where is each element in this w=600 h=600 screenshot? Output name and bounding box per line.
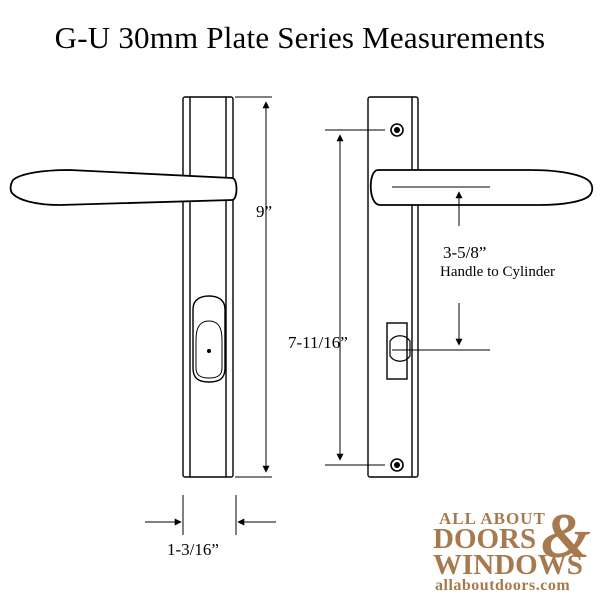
left-plate-outline — [182, 96, 234, 478]
cylinder-keyhole — [207, 349, 211, 353]
handle-to-cylinder-value: 3-5/8” — [443, 243, 487, 262]
height-label: 9” — [256, 202, 273, 221]
logo-ampersand: & — [541, 500, 591, 571]
left-plate — [182, 96, 234, 478]
width-label: 1-3/16” — [167, 540, 219, 559]
hole-spacing-label: 7-11/16” — [288, 333, 348, 352]
cylinder-cam — [386, 322, 411, 380]
handle-to-cylinder-label: Handle to Cylinder — [440, 264, 555, 280]
hole-spacing-dimension — [325, 129, 385, 466]
width-dimension — [145, 495, 276, 535]
handle-to-cylinder-dimension — [392, 186, 490, 351]
logo-url: allaboutdoors.com — [435, 577, 571, 594]
page-title: G-U 30mm Plate Series Measurements — [54, 20, 546, 55]
screw-hole-bottom — [390, 458, 404, 472]
right-plate-outline — [367, 96, 419, 478]
logo-line-1: ALL ABOUT — [439, 509, 546, 528]
left-cylinder-cover — [192, 295, 226, 383]
screw-hole-top — [390, 123, 404, 137]
left-lever-handle — [9, 169, 238, 206]
brand-logo: ALL ABOUT & DOORS WINDOWS allaboutdoors.… — [425, 500, 600, 600]
logo-line-3: WINDOWS — [433, 549, 583, 581]
logo-line-2: DOORS — [433, 523, 537, 555]
right-plate — [367, 96, 419, 478]
height-dimension — [235, 96, 272, 478]
